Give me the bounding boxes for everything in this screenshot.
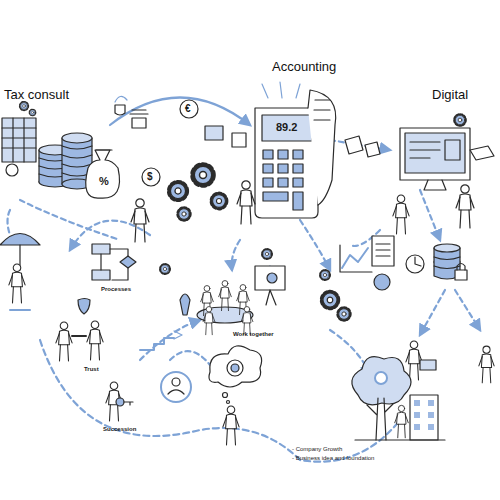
percent-symbol: % — [99, 175, 109, 188]
topic-label: Work together — [233, 331, 274, 338]
topic-label: Processes — [101, 286, 131, 293]
section-heading: Tax consult — [4, 88, 69, 103]
bullet-note: - Company Growth — [292, 446, 342, 453]
section-heading: Digital — [432, 88, 468, 103]
topic-label: Trust — [84, 366, 99, 373]
section-heading: Accounting — [272, 60, 336, 75]
bullet-note: - Business idea and foundation — [292, 455, 374, 462]
currency-symbol: $ — [147, 171, 153, 183]
currency-symbol: € — [185, 103, 191, 115]
calculator-display: 89.2 — [276, 121, 297, 134]
topic-label: Succession — [103, 426, 136, 433]
